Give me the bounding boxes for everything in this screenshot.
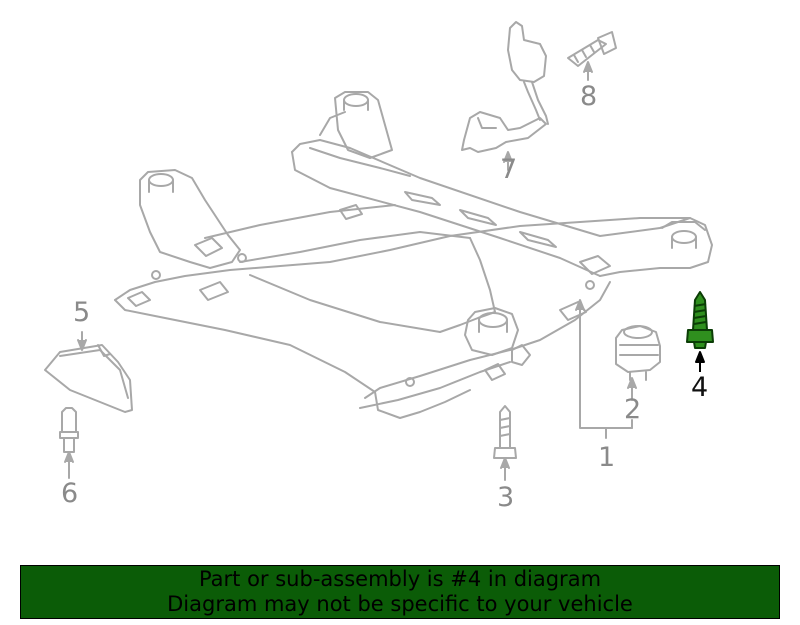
part-7-sensor (461, 21, 549, 171)
part-2-mount (615, 325, 661, 401)
callout-4-label: 4 (691, 372, 708, 403)
callout-1-label: 1 (598, 442, 615, 473)
part-6-stud (59, 407, 79, 479)
parts-diagram: 1 2 3 4 5 6 7 8 (44, 21, 714, 513)
banner-line-2: Diagram may not be specific to your vehi… (167, 592, 633, 616)
info-banner: Part or sub-assembly is #4 in diagram Di… (20, 565, 780, 619)
callout-3-label: 3 (497, 482, 514, 513)
part-4-bolt-highlighted (686, 291, 714, 372)
callout-5-label: 5 (73, 297, 90, 328)
part-8-bolt (567, 31, 617, 81)
callout-7-label: 7 (500, 154, 517, 185)
callout-6-label: 6 (61, 478, 78, 509)
banner-line-1: Part or sub-assembly is #4 in diagram (198, 567, 602, 591)
part-5-bracket (44, 331, 133, 413)
callout-8-label: 8 (580, 81, 597, 112)
callout-1-leader (575, 299, 633, 439)
callout-2-label: 2 (624, 394, 641, 425)
part-3-bolt (493, 405, 517, 481)
subframe-crossmember (114, 91, 713, 419)
